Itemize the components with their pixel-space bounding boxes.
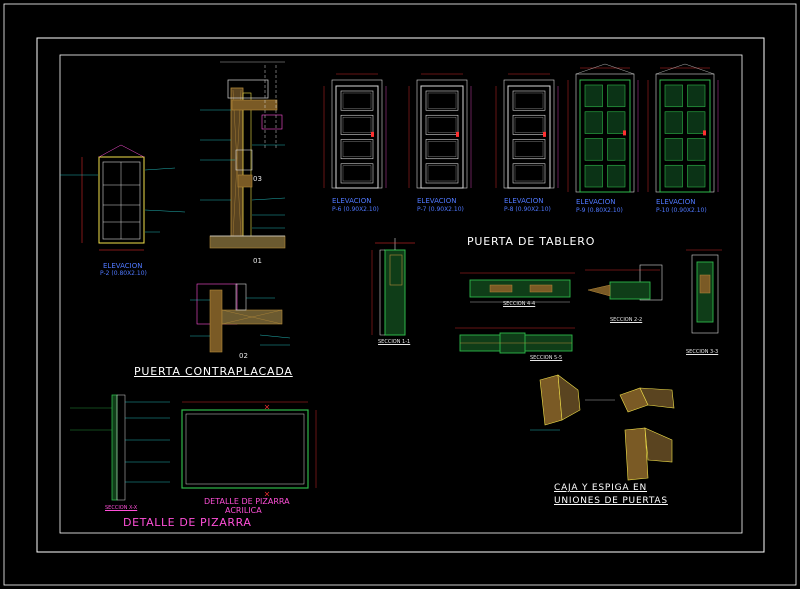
door-panel [607, 164, 626, 188]
left-door-elevation [60, 144, 186, 251]
door-panel [425, 90, 459, 111]
door-panel [425, 163, 459, 184]
section-2-2-drawing [585, 264, 663, 301]
door-panel [607, 111, 626, 134]
section-3-3-drawing [686, 249, 722, 334]
door-panel [340, 139, 374, 160]
door-panel [512, 90, 546, 111]
inner-frame [59, 54, 743, 534]
door-panel [584, 84, 603, 108]
door-elevation-3 [495, 73, 559, 189]
whiteboard-detail-drawing [181, 401, 317, 497]
door-panel [512, 163, 546, 184]
door-panel [512, 139, 546, 160]
door-panel [425, 139, 459, 160]
door-elevation-4 [567, 63, 639, 193]
door-elevation-1 [323, 73, 387, 189]
door-panel [340, 90, 374, 111]
door-panel [687, 138, 706, 161]
door-panel [687, 84, 706, 108]
door-panel [340, 114, 374, 135]
mortise-tenon-drawing [530, 374, 675, 481]
door-elevation-2 [408, 73, 472, 189]
section-x-x-drawing [70, 394, 170, 501]
section-4-4-drawing [460, 272, 575, 303]
door-panel [607, 84, 626, 108]
door-panel [584, 138, 603, 161]
sheet-border [3, 3, 797, 586]
door-panel [664, 164, 683, 188]
section-detail-02 [190, 283, 291, 353]
door-panel [664, 138, 683, 161]
door-elevation-5 [647, 63, 719, 193]
door-panel [340, 163, 374, 184]
door-panel [584, 164, 603, 188]
door-panel [687, 164, 706, 188]
door-panel [512, 114, 546, 135]
section-5-5-drawing [455, 327, 575, 354]
door-elevations-row [323, 63, 719, 193]
drawing-frame [36, 37, 765, 553]
section-1-1-drawing [371, 238, 415, 336]
door-panel [687, 111, 706, 134]
door-panel [664, 84, 683, 108]
section-detail-vertical [200, 61, 286, 249]
door-panel [664, 111, 683, 134]
door-panel [584, 111, 603, 134]
door-panel [607, 138, 626, 161]
door-panel [425, 114, 459, 135]
